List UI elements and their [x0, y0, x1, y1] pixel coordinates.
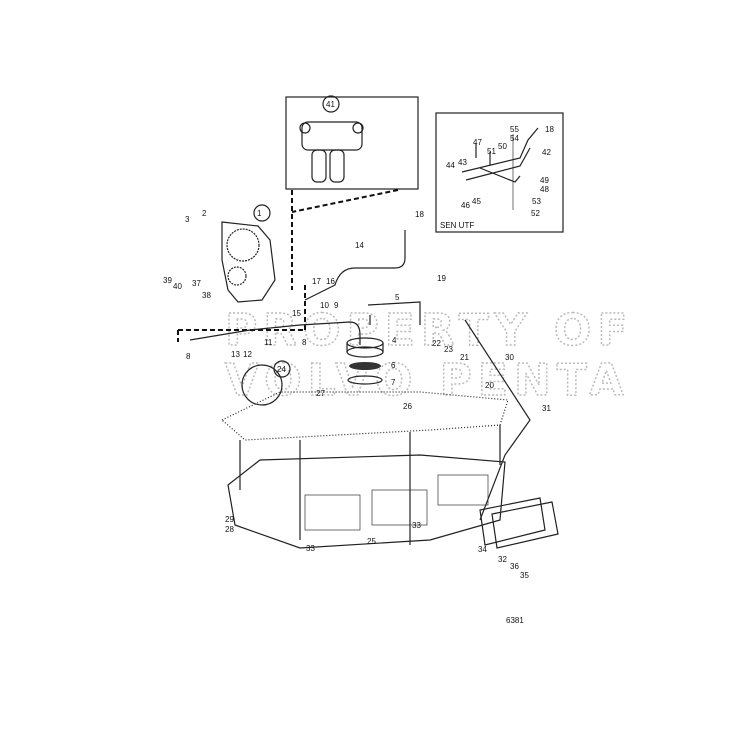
callout-12: 12	[243, 350, 252, 359]
callout-38: 38	[202, 291, 211, 300]
callout-6: 6	[391, 361, 396, 370]
callout-42: 42	[542, 148, 551, 157]
callout-48: 48	[540, 185, 549, 194]
callout-55: 55	[510, 125, 519, 134]
oil-filter-housing	[299, 121, 364, 183]
cover-plate-33a	[304, 494, 361, 531]
cover-plate-33b	[371, 489, 428, 526]
callout-43: 43	[458, 158, 467, 167]
callout-24: 24	[277, 365, 286, 374]
callout-33: 33	[412, 521, 421, 530]
callout-46: 46	[461, 201, 470, 210]
callout-20: 20	[485, 381, 494, 390]
callout-8: 8	[302, 338, 307, 347]
cover-plate	[437, 474, 489, 506]
callout-40: 40	[173, 282, 182, 291]
callout-25: 25	[367, 537, 376, 546]
oil-pan	[227, 454, 506, 549]
callout-18: 18	[545, 125, 554, 134]
pipe-11	[189, 321, 361, 345]
callout-28: 28	[225, 525, 234, 534]
inset-filter-box	[285, 96, 419, 190]
callout-1: 1	[257, 209, 262, 218]
callout-9: 9	[334, 301, 339, 310]
callout-5: 5	[395, 293, 400, 302]
gear-housing	[221, 221, 276, 303]
dipstick	[464, 319, 531, 521]
callout-30: 30	[505, 353, 514, 362]
callout-19: 19	[437, 274, 446, 283]
callout-33: 33	[306, 544, 315, 553]
drawing-number: 6381	[506, 616, 524, 625]
strainer	[346, 337, 384, 385]
callout-39: 39	[163, 276, 172, 285]
callout-35: 35	[520, 571, 529, 580]
callout-4: 4	[392, 336, 397, 345]
callout-34: 34	[478, 545, 487, 554]
callout-7: 7	[391, 378, 396, 387]
callout-50: 50	[498, 142, 507, 151]
callout-37: 37	[192, 279, 201, 288]
callout-22: 22	[432, 339, 441, 348]
callout-23: 23	[444, 345, 453, 354]
callout-32: 32	[498, 555, 507, 564]
callout-10: 10	[320, 301, 329, 310]
pump-24	[241, 364, 283, 406]
gasket	[220, 391, 509, 441]
callout-18: 18	[415, 210, 424, 219]
watermark-line-2: VOLVO PENTA	[225, 355, 629, 406]
pipe-14	[304, 230, 406, 301]
callout-51: 51	[487, 147, 496, 156]
callout-15: 15	[292, 309, 301, 318]
callout-41: 41	[326, 100, 335, 109]
callout-36: 36	[510, 562, 519, 571]
callout-31: 31	[542, 404, 551, 413]
inset-pipe-box	[435, 112, 564, 233]
callout-26: 26	[403, 402, 412, 411]
callout-29: 29	[225, 515, 234, 524]
callout-2: 2	[202, 209, 207, 218]
pipe-assembly-inset	[461, 127, 539, 210]
callout-8: 8	[186, 352, 191, 361]
callout-53: 53	[532, 197, 541, 206]
callout-circle	[253, 204, 271, 222]
callout-17: 17	[312, 277, 321, 286]
bracket-5	[367, 301, 421, 325]
callout-3: 3	[185, 215, 190, 224]
callout-14: 14	[355, 241, 364, 250]
callout-54: 54	[510, 134, 519, 143]
cover-34	[479, 497, 559, 549]
callout-27: 27	[316, 389, 325, 398]
oil-pan-walls	[239, 425, 501, 545]
callout-circle	[273, 360, 291, 378]
callout-45: 45	[472, 197, 481, 206]
callout-52: 52	[531, 209, 540, 218]
callout-11: 11	[264, 338, 273, 347]
callout-49: 49	[540, 176, 549, 185]
callout-circle	[322, 95, 340, 113]
callout-44: 44	[446, 161, 455, 170]
callout-13: 13	[231, 350, 240, 359]
inset-caption: SEN UTF	[440, 221, 474, 230]
callout-47: 47	[473, 138, 482, 147]
callout-21: 21	[460, 353, 469, 362]
callout-16: 16	[326, 277, 335, 286]
